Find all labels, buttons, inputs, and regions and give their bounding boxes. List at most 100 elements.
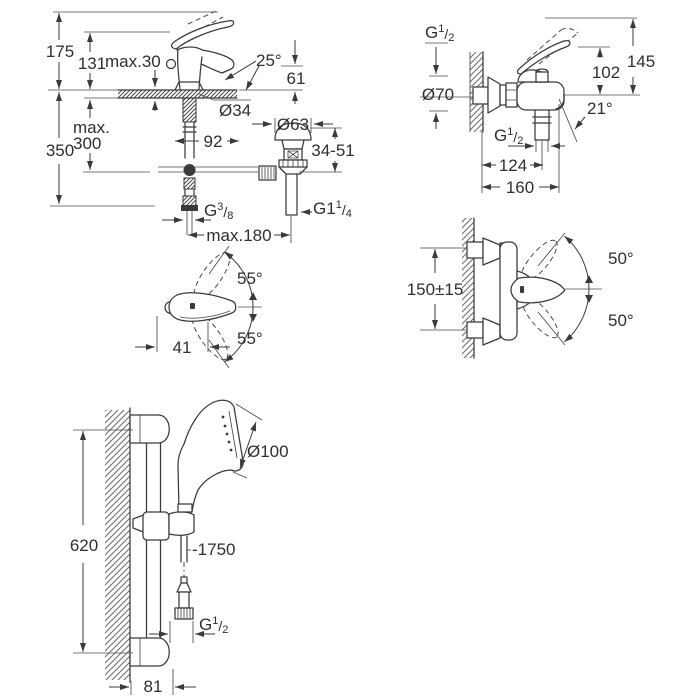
dim-label-g12-shower: G1/2: [199, 615, 228, 636]
basin-lever: [170, 20, 235, 50]
waste-clamp-knurl: [261, 167, 275, 179]
dim-label-55up: 55°: [237, 269, 263, 288]
bath-union-ring: [499, 84, 507, 106]
dim-label-deck-max: max.30: [105, 52, 161, 71]
front-escutcheon-top: [482, 237, 501, 266]
basin-popup-knob: [165, 58, 177, 70]
dim-label-g12-wall: G1/2: [425, 23, 454, 44]
basin-shank-thread: [182, 97, 197, 123]
spray-dot: [229, 448, 233, 452]
ray-21deg: [558, 98, 578, 143]
dim-label-25deg: 25°: [256, 51, 282, 70]
hand-shower-nut: [177, 503, 193, 513]
dim-label-150: 150±15: [407, 280, 464, 299]
shower-hose: [180, 535, 188, 563]
thread-base: G: [199, 615, 212, 634]
dim-label-61: 61: [287, 69, 306, 88]
bath-union-nut: [472, 86, 489, 105]
bath-body: [516, 81, 565, 111]
dim-label-50up: 50°: [608, 249, 634, 268]
dim-label-g12-hose: G1/2: [494, 126, 523, 147]
dim-label-620: 620: [70, 536, 98, 555]
rail-slider: [142, 511, 170, 541]
dim-label-124: 124: [499, 156, 527, 175]
dim-label-175: 175: [46, 42, 74, 61]
front-lever-ghost-down: [521, 295, 559, 339]
handle-lever-inner: [179, 310, 231, 319]
thread-sup: 3: [217, 201, 223, 213]
thread-base: G: [204, 201, 217, 220]
ext-escutcheon-dia: [429, 75, 448, 112]
waste-ring-slots: [282, 160, 304, 167]
bath-diverter-knob: [535, 71, 549, 83]
hose-nut-knurl: [177, 608, 191, 619]
thread-slash: /: [218, 618, 222, 634]
basin-deck-lines: [117, 89, 238, 99]
hose-fitting-cone: [176, 582, 192, 593]
bath-union-hexnut: [505, 82, 518, 108]
dim-label-102: 102: [592, 63, 620, 82]
dim-label-1750: -1750: [192, 540, 235, 559]
basin-mixer-side-view: 175 131 max.30 25° 61 Ø34 Ø63 92 34-51 m…: [46, 10, 355, 245]
bath-hexnut-lines: [506, 89, 517, 101]
thread-base: G1: [313, 199, 336, 218]
basin-deck-hatch: [118, 90, 237, 98]
thread-slash: /: [513, 129, 517, 145]
thread-base: G: [425, 23, 438, 42]
spray-dot: [223, 424, 227, 428]
spray-dot: [221, 415, 225, 419]
dim-label-131: 131: [78, 54, 106, 73]
basin-body: [176, 46, 203, 90]
dim-label-92: 92: [204, 132, 223, 151]
spray-dot: [227, 440, 231, 444]
hand-shower-face-line: [228, 410, 238, 459]
dim-label-50down: 50°: [608, 311, 634, 330]
wall-mixer-front-view: 150±15 50° 50°: [407, 217, 634, 359]
dim-label-d100: Ø100: [247, 442, 289, 461]
hose-fitting-cap: [180, 576, 188, 584]
thread-slash: /: [444, 26, 448, 42]
ext-head-dia: [232, 403, 263, 479]
dim-label-range: 34-51: [311, 141, 354, 160]
dim-label-max-val: 300: [73, 134, 101, 153]
dim-label-d70: Ø70: [422, 85, 454, 104]
basin-pipe: [182, 121, 197, 159]
front-union-nut-top: [466, 241, 484, 259]
bath-lever-ghost: [526, 27, 579, 65]
basin-thread-block1: [183, 177, 196, 190]
thread-sup: 1: [212, 615, 218, 627]
basin-escutcheon: [174, 81, 204, 91]
front-union-nut-bottom: [466, 321, 484, 339]
shower-rail-view: Ø100 620 -1750 G1/2 81: [70, 399, 289, 696]
ext-hose-thread: [535, 139, 549, 152]
leader-25deg-1: [224, 60, 257, 81]
dim-d100-line: [239, 421, 257, 469]
dim-label-81: 81: [144, 677, 163, 696]
waste-neck: [281, 139, 305, 150]
bath-hose-outlet: [532, 109, 552, 141]
waste-tailpipe: [285, 173, 298, 216]
ext-81: [130, 669, 174, 695]
front-lever-mark: [520, 286, 524, 293]
ext-waste-dia: [274, 118, 312, 133]
handle-arc-arrow-up: [249, 292, 257, 300]
bath-diverter-top: [535, 68, 549, 73]
thread-sup: 1: [336, 199, 342, 211]
front-arc-arrow-up: [585, 275, 593, 283]
dim-label-350: 350: [46, 141, 74, 160]
thread-sup: 1: [507, 126, 513, 138]
waste-flange: [274, 122, 312, 141]
basin-popup-rod: [158, 166, 258, 173]
dim-label-waste-thread: G11/4: [313, 199, 352, 220]
front-swivel-rays: [537, 232, 566, 346]
rail-mount-bottom: [129, 637, 170, 667]
thread-sub: 2: [222, 624, 228, 636]
dim-label-21deg: 21°: [587, 99, 613, 118]
basin-thread-block2: [182, 195, 197, 207]
front-lever: [510, 276, 566, 304]
waste-valve-detail: [287, 150, 299, 159]
front-swivel-arc-up: [564, 235, 590, 290]
handle-top-view: 55° 55° 41: [135, 245, 263, 369]
bath-lever: [516, 39, 571, 75]
